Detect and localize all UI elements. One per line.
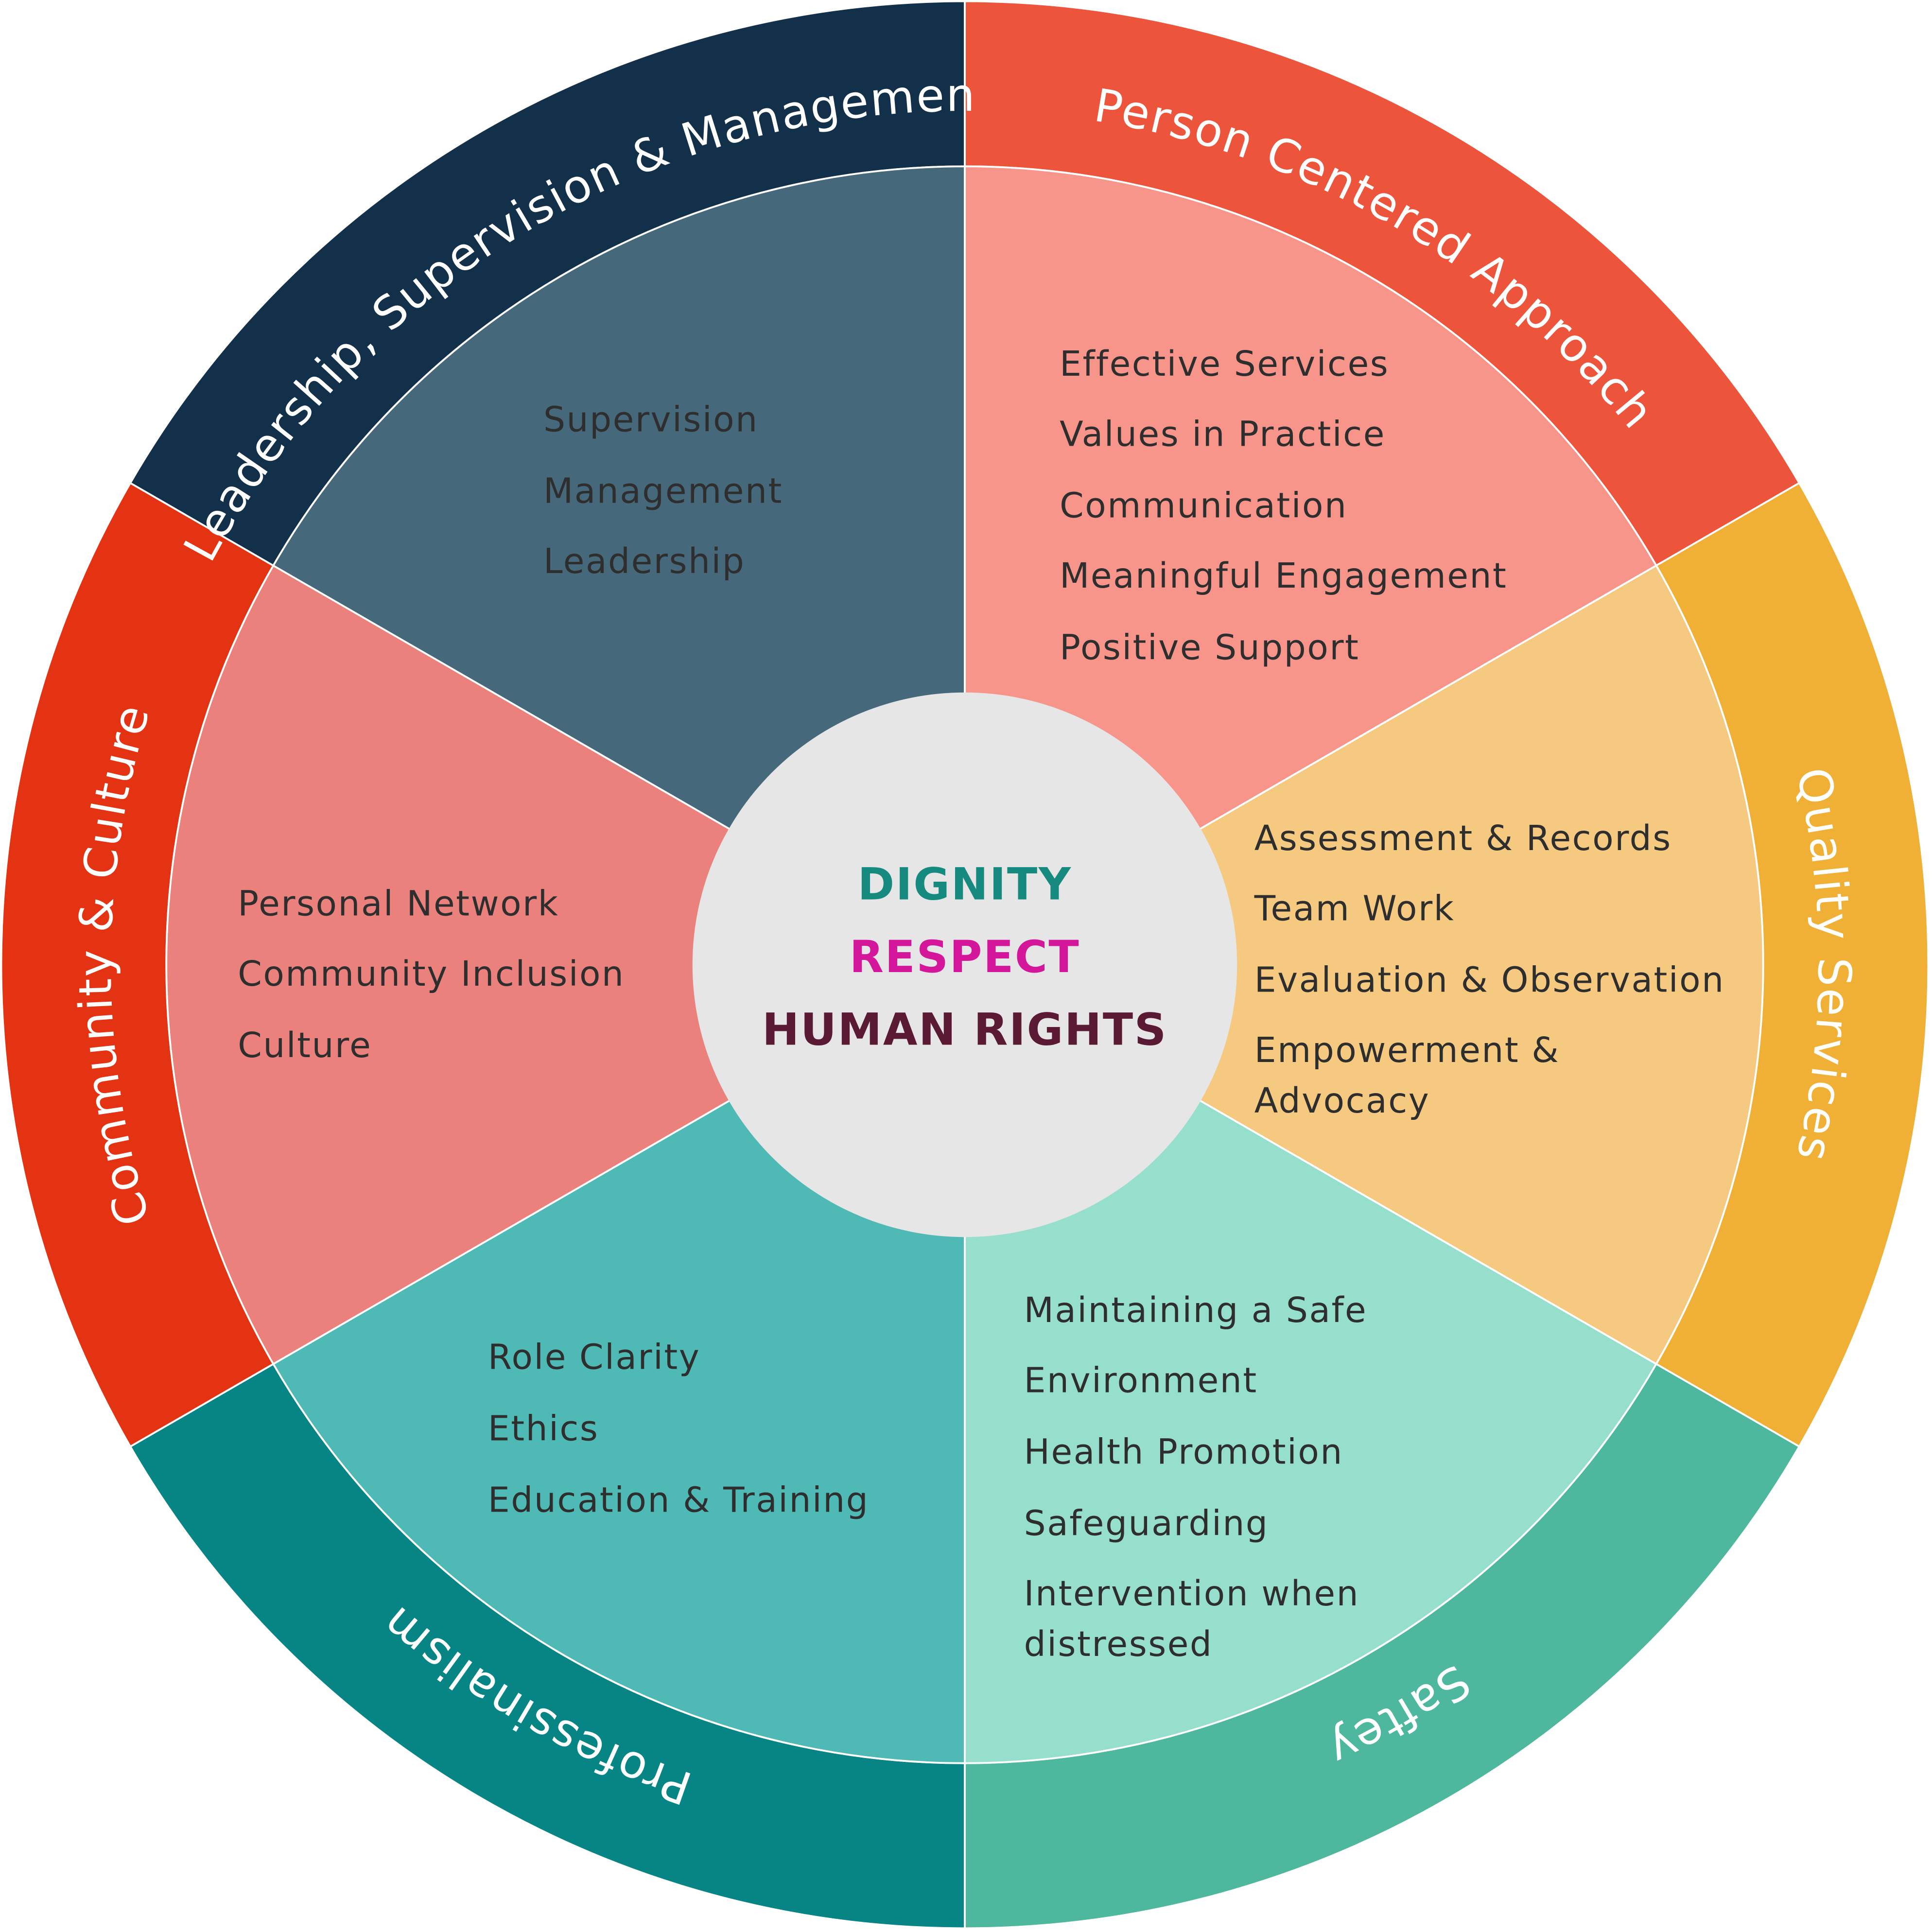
- segment-item: Effective Services: [1060, 344, 1389, 384]
- inner-segment-quality-services: [963, 564, 1764, 1365]
- segment-item: Culture: [238, 1025, 372, 1065]
- segment-item: Team Work: [1254, 888, 1455, 929]
- core-value-human-rights: HUMAN RIGHTS: [762, 1004, 1167, 1056]
- segment-item: distressed: [1024, 1624, 1213, 1664]
- segment-item: Leadership: [543, 541, 745, 581]
- segment-item: Supervision: [543, 399, 759, 439]
- inner-segment-community-culture: [165, 564, 967, 1365]
- segment-item: Community Inclusion: [238, 954, 625, 994]
- segment-item: Advocacy: [1254, 1080, 1430, 1121]
- segment-item: Communication: [1060, 486, 1347, 526]
- segment-item: Values in Practice: [1060, 414, 1386, 454]
- segment-item: Positive Support: [1060, 627, 1359, 667]
- segment-item: Maintaining a Safe: [1024, 1290, 1368, 1330]
- core-value-respect: RESPECT: [850, 931, 1080, 983]
- segment-item: Education & Training: [488, 1480, 870, 1520]
- segment-item: Evaluation & Observation: [1254, 960, 1725, 1000]
- center-circle: [692, 692, 1237, 1237]
- segment-item: Ethics: [488, 1409, 599, 1449]
- segment-item: Role Clarity: [488, 1337, 700, 1377]
- segment-item: Environment: [1024, 1360, 1258, 1401]
- segment-item: Meaningful Engagement: [1060, 556, 1507, 596]
- segment-item: Safeguarding: [1024, 1503, 1269, 1544]
- segment-item: Personal Network: [238, 884, 559, 924]
- segment-item: Intervention when: [1024, 1573, 1359, 1614]
- segment-item: Management: [543, 470, 783, 511]
- segment-item: Empowerment &: [1254, 1030, 1560, 1070]
- segment-item: Health Promotion: [1024, 1432, 1343, 1472]
- core-value-dignity: DIGNITY: [857, 858, 1072, 910]
- segment-item: Assessment & Records: [1254, 818, 1672, 858]
